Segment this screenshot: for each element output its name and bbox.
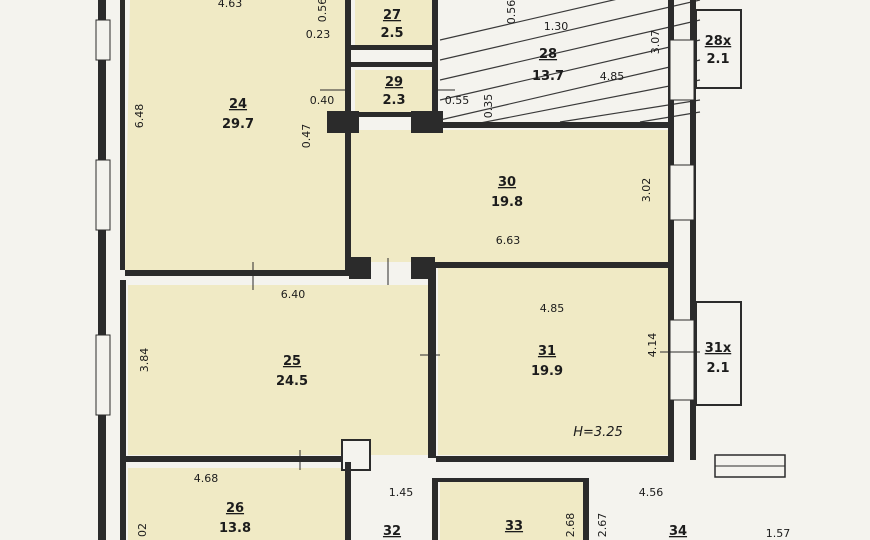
room-area: 13.8	[219, 521, 251, 536]
room-31: 31 19.9	[531, 344, 563, 379]
room-34: 34	[669, 524, 687, 539]
room-25: 25 24.5	[276, 354, 308, 389]
room-32: 32	[383, 524, 401, 539]
room-number: 27	[383, 8, 401, 23]
dim-label: 0.40	[310, 94, 335, 107]
room-27: 27 2.5	[380, 8, 403, 41]
room-26: 26 13.8	[219, 501, 251, 536]
room-number: 28	[539, 47, 557, 62]
dim-label: 3.02	[640, 178, 653, 203]
room-number: 30	[498, 175, 516, 190]
dim-label: 0.56	[316, 0, 329, 22]
room-number: 26	[226, 501, 244, 516]
room-number: 28x	[705, 34, 732, 49]
dim-label: 6.40	[281, 288, 306, 301]
room-fills	[125, 0, 672, 540]
door-marks	[252, 89, 700, 470]
dim-label: 4.85	[540, 302, 565, 315]
room-number: 25	[283, 354, 301, 369]
room-number: 34	[669, 524, 687, 539]
dim-label: 3.84	[138, 348, 151, 373]
room-area: 24.5	[276, 374, 308, 389]
room-number: 31x	[705, 341, 732, 356]
room-number: 29	[385, 75, 403, 90]
room-28x: 28x 2.1	[705, 34, 732, 67]
room-31x: 31x 2.1	[705, 341, 732, 376]
dim-label: 0.35	[482, 94, 495, 119]
room-33: 33	[505, 519, 523, 534]
room-number: 31	[538, 344, 556, 359]
room-24: 24 29.7	[222, 97, 254, 132]
dim-label: 3.07	[649, 30, 662, 55]
dim-label: 2.68	[564, 513, 577, 538]
dim-label: 0.56	[505, 0, 518, 24]
hatch-28	[439, 0, 701, 126]
dim-label: 4.85	[600, 70, 625, 83]
ceiling-height: H=3.25	[573, 425, 623, 440]
dim-label: 1.30	[544, 20, 569, 33]
dim-label: 4.63	[218, 0, 243, 10]
dim-label: 02	[136, 523, 149, 537]
dimension-labels: 4.63 0.56 0.23 0.56 1.30 3.07 4.85 0.40 …	[133, 0, 790, 540]
room-30: 30 19.8	[491, 175, 523, 210]
dim-label: 0.23	[306, 28, 331, 41]
dim-label: 1.45	[389, 486, 414, 499]
room-area: 2.5	[380, 26, 403, 41]
dim-label: 4.14	[646, 333, 659, 358]
room-28: 28 13.7	[532, 47, 564, 84]
dim-label: 2.67	[596, 513, 609, 538]
room-area: 29.7	[222, 117, 254, 132]
room-number: 32	[383, 524, 401, 539]
room-area: 19.8	[491, 195, 523, 210]
dim-label: 1.57	[766, 527, 791, 540]
room-number: 24	[229, 97, 247, 112]
walls	[95, 0, 786, 540]
dim-label: 4.56	[639, 486, 664, 499]
room-area: 2.3	[382, 93, 405, 108]
room-29: 29 2.3	[382, 75, 405, 108]
dim-label: 6.63	[496, 234, 521, 247]
room-area: 19.9	[531, 364, 563, 379]
dim-label: 6.48	[133, 104, 146, 129]
dim-label: 0.47	[300, 124, 313, 149]
room-area: 2.1	[706, 52, 729, 67]
dim-label: 0.55	[445, 94, 470, 107]
dim-label: 4.68	[194, 472, 219, 485]
room-number: 33	[505, 519, 523, 534]
room-area: 2.1	[706, 361, 729, 376]
room-area: 13.7	[532, 69, 564, 84]
